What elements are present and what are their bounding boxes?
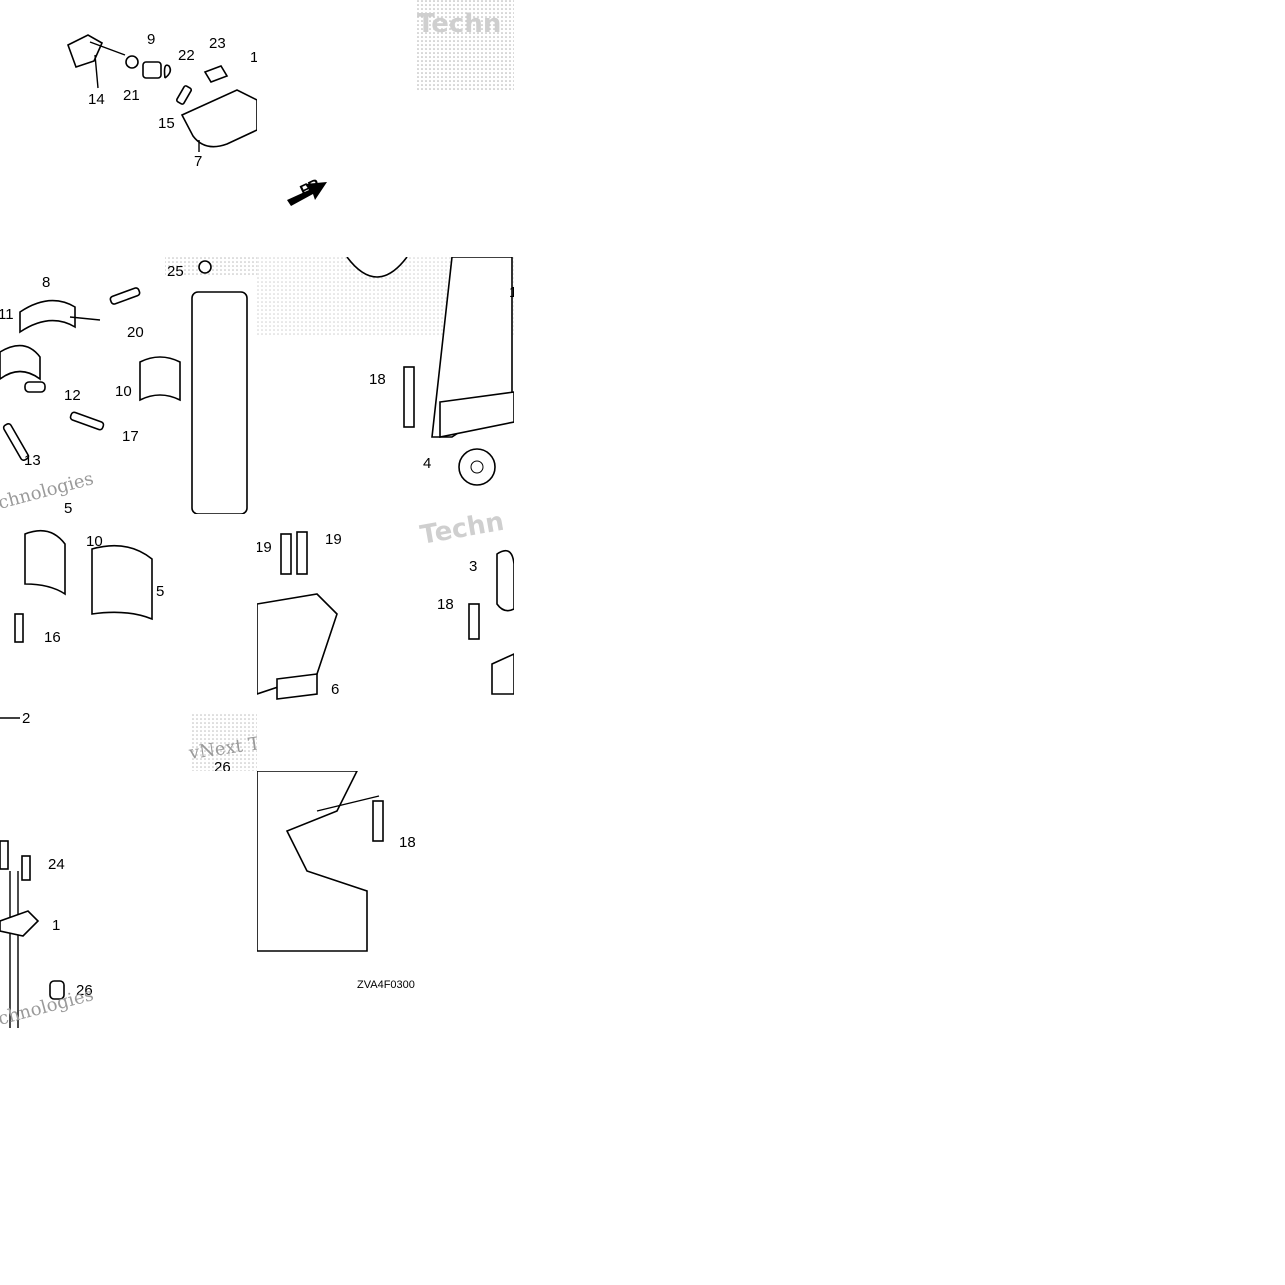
callout-11: 11 [0, 306, 14, 323]
bolt-18-part [403, 366, 415, 428]
callout-19-a: 19 [257, 539, 272, 556]
callout-22: 22 [178, 47, 195, 64]
callout-21: 21 [123, 87, 140, 104]
watermark-top-drawing: Techn FR. [287, 0, 514, 206]
cap-26-part [49, 980, 65, 1000]
spring-12-part [24, 381, 46, 393]
shift-rod-drawing: 24 1 26 chnologies [0, 840, 96, 1028]
callout-17: 17 [122, 428, 139, 445]
callout-14: 14 [88, 91, 105, 108]
callout-20: 20 [127, 324, 144, 341]
front-arrow-icon [287, 182, 327, 206]
housing-top-drawing: 25 1 18 4 [257, 257, 514, 486]
pin-part [175, 85, 193, 105]
clamp-parts-drawing: vNext Te 8 11 20 10 12 17 13 25 chnologi… [0, 257, 257, 514]
callout-10-b: 10 [86, 533, 103, 550]
swivel-case-part [191, 291, 248, 514]
callout-10-a: 10 [115, 383, 132, 400]
shift-arm-part [67, 34, 104, 69]
plate-24-part [257, 593, 338, 695]
callout-18-a: 18 [369, 371, 386, 388]
bolt-18-c-part [372, 800, 384, 842]
lower-housing-drawing: 18 ZVA4F0300 [257, 771, 416, 991]
callout-15: 15 [158, 115, 175, 132]
bolt-19-b-part [296, 531, 308, 575]
callout-5-a: 5 [64, 500, 72, 514]
callout-18-c: 18 [399, 834, 416, 851]
tile-housing-top: 25 1 18 4 [257, 257, 514, 514]
cap-25-part [198, 260, 212, 274]
bolt-24-part [21, 855, 31, 881]
callout-19-b: 19 [325, 531, 342, 548]
tile-clamp-parts: vNext Te 8 11 20 10 12 17 13 25 chnologi… [0, 257, 257, 514]
callout-16: 16 [44, 629, 61, 646]
callout-12: 12 [64, 387, 81, 404]
watermark-techn: Techn [417, 9, 501, 39]
mount-3-part [496, 549, 514, 612]
bolt-19-a-part [280, 533, 292, 575]
mount-base-part [439, 391, 514, 438]
bracket-1-part [0, 910, 40, 937]
rod-13-part [2, 422, 30, 462]
washer-part [125, 55, 139, 69]
callout-5-b: 5 [156, 583, 164, 600]
callout-9: 9 [147, 31, 155, 48]
bolt-17-part [69, 411, 105, 431]
mount-base-b-part [491, 653, 514, 695]
bolt-16-part [14, 613, 24, 643]
bolt-18-b-part [468, 603, 480, 640]
callout-3: 3 [469, 558, 477, 575]
direction-marker: FR. [298, 174, 327, 200]
lower-housing-part [257, 771, 368, 952]
bracket-arc-part [346, 257, 408, 278]
bracket-plate-part [180, 89, 257, 148]
callout-13: 13 [24, 452, 41, 469]
clamp-5-part [91, 544, 153, 621]
bolt-left-part [0, 840, 9, 870]
shift-linkage-drawing: 14 21 9 22 23 1 15 7 [67, 31, 257, 170]
callout-8: 8 [42, 274, 50, 291]
callout-7: 7 [194, 153, 202, 170]
tile-shift-linkage: 14 21 9 22 23 1 15 7 [0, 0, 257, 257]
callout-25-a: 25 [167, 263, 184, 280]
diagram-code: ZVA4F0300 [357, 979, 415, 991]
pad-6-part [276, 673, 318, 700]
callout-1-b: 1 [509, 284, 514, 301]
callout-6: 6 [331, 681, 339, 698]
callout-24-b: 24 [48, 856, 65, 873]
callout-4: 4 [423, 455, 431, 472]
clamp-block-part [0, 344, 41, 381]
tile-shift-rod: 24 1 26 chnologies [0, 771, 257, 1028]
watermark-techn-b: Techn [418, 514, 506, 551]
clamp-half-part [19, 299, 76, 334]
sleeve-10-b-part [24, 529, 66, 596]
watermark-technologies: chnologies [0, 468, 96, 514]
callout-23: 23 [209, 35, 226, 52]
callout-1-c: 1 [52, 917, 60, 934]
tile-watermark-top: Techn FR. [257, 0, 514, 257]
fitting-part [203, 65, 229, 83]
callout-1-cut: 1 [250, 49, 257, 66]
watermark-technologies-b: chnologies [0, 984, 96, 1028]
callout-2: 2 [22, 710, 30, 727]
tile-lower-housing: 18 ZVA4F0300 [257, 771, 514, 1028]
clip-part [163, 64, 172, 79]
sleeves-drawing: vNext Te 10 5 16 2 26 [0, 529, 257, 771]
callout-26-a: 26 [214, 759, 231, 771]
tile-plate: Techn 19 19 24 6 3 18 [257, 514, 514, 771]
sleeve-10-part [139, 356, 181, 402]
callout-18-b: 18 [437, 596, 454, 613]
bolt-20-part [109, 287, 141, 305]
collar-part [142, 61, 162, 79]
callout-26-b: 26 [76, 982, 93, 999]
plate-drawing: Techn 19 19 24 6 3 18 [257, 514, 514, 700]
tile-sleeves: vNext Te 10 5 16 2 26 [0, 514, 257, 771]
